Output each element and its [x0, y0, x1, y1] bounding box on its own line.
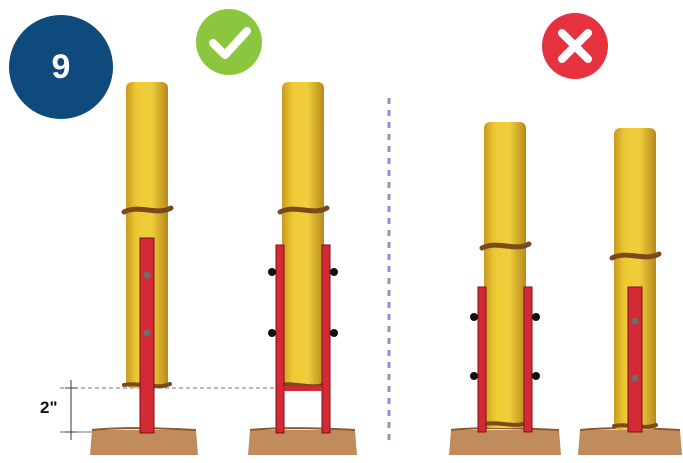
- metal-bracket-right: [322, 245, 330, 433]
- ground-mound: [578, 430, 682, 455]
- x-icon: [542, 13, 608, 79]
- metal-bracket: [628, 287, 642, 432]
- metal-bracket-left: [276, 245, 284, 433]
- bamboo-pole: [484, 122, 526, 428]
- ground-mound: [248, 430, 357, 455]
- bamboo-pole: [282, 82, 324, 388]
- figure-incorrect-single-bracket: [578, 128, 682, 455]
- ground-mound: [449, 430, 561, 455]
- metal-bracket-right: [524, 287, 532, 432]
- gap-measurement-label: 2": [40, 398, 58, 418]
- check-icon: [196, 9, 262, 75]
- metal-bracket-left: [478, 287, 486, 432]
- figure-incorrect-double-bracket: [449, 122, 561, 455]
- figure-correct-single-bracket: [90, 82, 198, 455]
- figure-correct-double-bracket: [248, 82, 357, 455]
- ground-mound: [90, 430, 198, 455]
